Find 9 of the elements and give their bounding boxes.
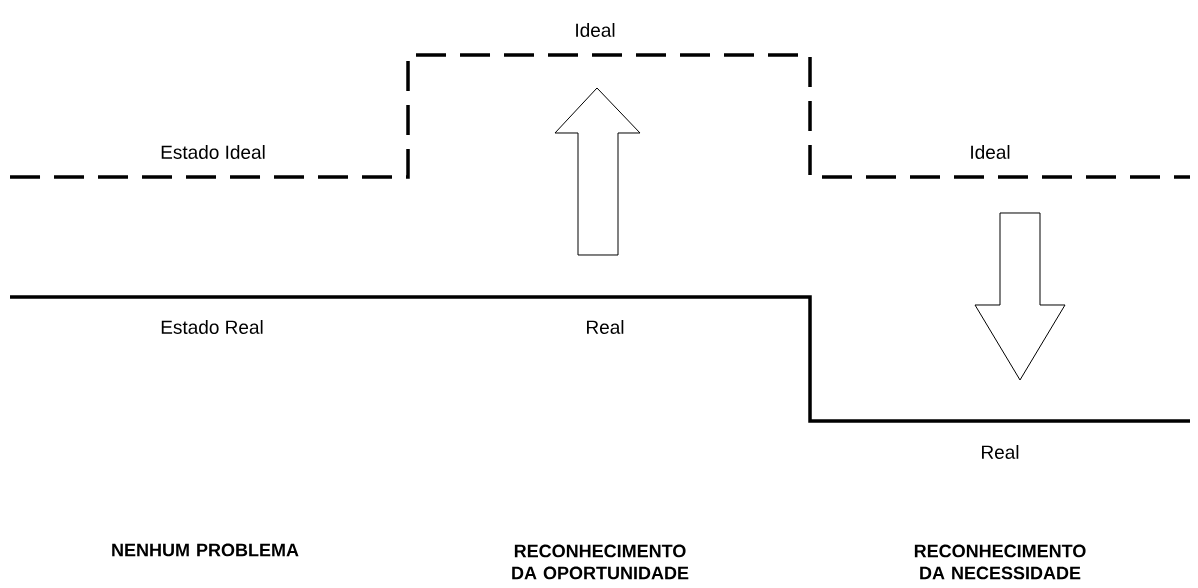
line-label: Estado Real bbox=[161, 320, 263, 334]
line-label: Estado Ideal bbox=[161, 145, 265, 159]
line-label: Ideal bbox=[576, 23, 615, 37]
line-label: Real bbox=[587, 320, 624, 334]
column-heading: NENHUM PROBLEMA bbox=[112, 543, 299, 557]
column-heading: RECONHECIMENTO DA NECESSIDADE bbox=[914, 544, 1086, 580]
line-label: Ideal bbox=[971, 145, 1010, 159]
column-heading: RECONHECIMENTO DA OPORTUNIDADE bbox=[512, 544, 689, 580]
line-label: Real bbox=[982, 445, 1019, 459]
